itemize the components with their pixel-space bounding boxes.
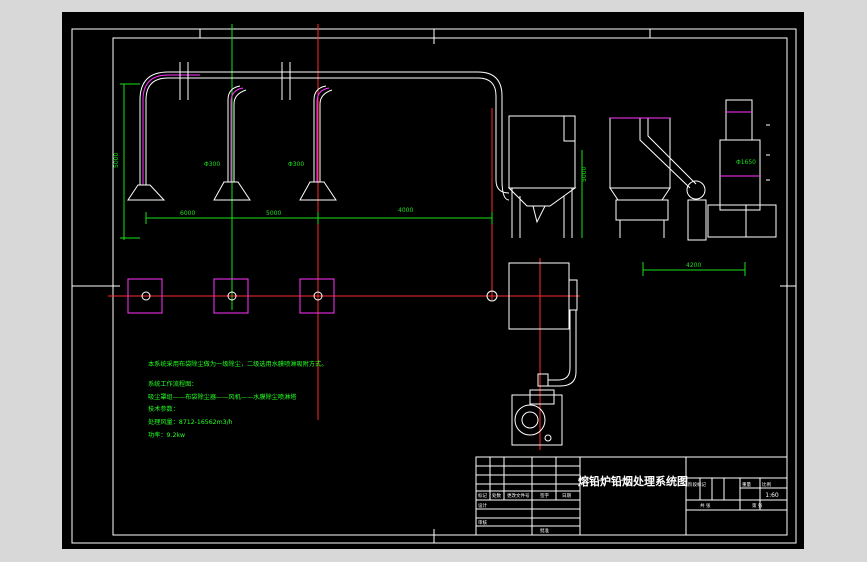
dim-height-hopper: 5000	[581, 167, 588, 182]
note-line-4: 技术参数：	[148, 405, 179, 413]
tb-label-date: 日期	[562, 493, 571, 499]
tb-right-scale: 比例	[762, 481, 771, 488]
dimension-texts: 5000 Φ300 Φ300 6000 5000 4000 5000 Φ1650…	[113, 153, 756, 269]
spray-tower-system	[609, 99, 777, 241]
title-block	[475, 456, 788, 536]
note-line-3: 吸尘罩组——布袋除尘器——风机——水膜除尘喷淋塔	[148, 393, 297, 401]
plan-duct-circles	[141, 290, 498, 302]
tb-row-approve: 批准	[540, 527, 549, 534]
drawing-title: 熔铅炉铅烟处理系统图	[578, 474, 688, 488]
main-duct	[139, 71, 510, 201]
tb-label-sign: 签字	[540, 492, 549, 499]
bag-filter	[507, 115, 577, 238]
tb-right-weight: 重量	[742, 481, 751, 488]
dim-d1: Φ300	[204, 161, 220, 168]
drawing-background	[62, 12, 804, 549]
tb-right-sheet: 第 张	[752, 502, 763, 509]
dim-span2: 5000	[266, 210, 281, 217]
notes: 本系统采用布袋除尘做为一级除尘，二级选用水膜喷淋吸附方式。 系统工作流程图： 吸…	[148, 360, 327, 439]
dim-span1: 6000	[180, 210, 195, 217]
dim-d2: Φ300	[288, 161, 304, 168]
dim-span3: 4000	[398, 207, 413, 214]
dim-height-left: 5000	[113, 153, 120, 168]
suction-hoods	[127, 181, 337, 201]
title-block-labels: 标记 处数 更改文件号 签字 日期 设计 审核 批准 阶段标记 重量 比例 共 …	[478, 481, 771, 534]
note-line-1: 本系统采用布袋除尘做为一级除尘，二级选用水膜喷淋吸附方式。	[148, 360, 327, 368]
duct-flanges	[179, 62, 291, 100]
tb-label-mark: 标记	[478, 492, 487, 499]
tb-right-total: 共 张	[700, 502, 711, 509]
tb-label-change: 更改文件号	[507, 492, 530, 499]
center-marks	[72, 29, 796, 543]
plan-filter-fan	[508, 262, 578, 446]
note-line-6: 功率：9.2kw	[148, 431, 185, 439]
note-line-2: 系统工作流程图：	[148, 380, 198, 388]
dimension-lines	[120, 83, 746, 276]
tb-label-count: 处数	[492, 492, 501, 499]
tb-row-design: 设计	[478, 502, 487, 509]
tower-magenta	[610, 111, 760, 177]
dim-d-tower: Φ1650	[736, 159, 756, 166]
tb-row-review: 审核	[478, 519, 487, 526]
note-line-5: 处理风量：8712-16562m3/h	[148, 418, 233, 426]
drawing-scale: 1:60	[765, 492, 779, 499]
dim-width-right: 4200	[686, 262, 701, 269]
tb-right-stage: 阶段标记	[688, 481, 706, 488]
plan-pits	[127, 278, 335, 314]
duct-highlight	[142, 74, 330, 185]
